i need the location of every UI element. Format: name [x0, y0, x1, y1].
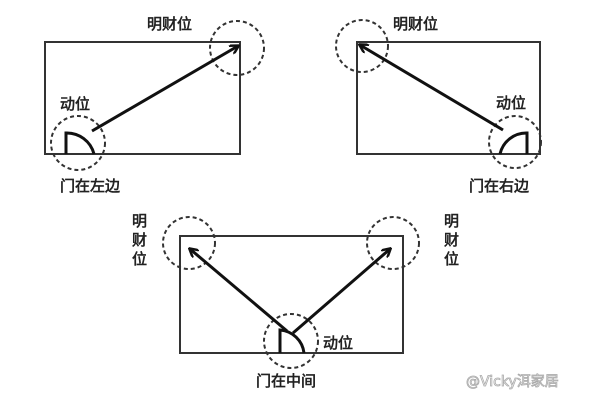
wealth-label-right-3: 位: [444, 250, 459, 268]
diagram-door-right: 明财位 动位 门在右边: [335, 15, 542, 195]
wealth-label: 明财位: [147, 15, 192, 33]
diagram-door-middle: 明 财 位 明 财 位 动位 门在中间: [132, 212, 459, 390]
door-label: 门在右边: [469, 177, 530, 195]
door-position-circle: [488, 115, 542, 169]
move-label: 动位: [496, 94, 526, 112]
wealth-position-circle-left: [162, 216, 216, 270]
room-outline: [356, 41, 541, 155]
arrow: [360, 45, 504, 132]
wealth-position-circle: [209, 20, 265, 76]
diagram-door-left: 明财位 动位 门在左边: [44, 15, 265, 195]
arrow: [91, 46, 238, 133]
wealth-position-circle-right: [366, 216, 420, 270]
wealth-label: 明财位: [393, 15, 438, 33]
door-icon: [64, 131, 96, 155]
move-label: 动位: [60, 95, 90, 113]
wealth-label-right-1: 明: [444, 212, 459, 230]
move-label: 动位: [323, 334, 353, 352]
door-position-circle: [50, 115, 106, 171]
watermark: @Vicky洱家居: [466, 373, 559, 390]
door-label: 门在中间: [256, 372, 316, 390]
wealth-label-left-2: 财: [132, 231, 147, 249]
room-outline: [179, 235, 404, 354]
door-position-circle: [263, 313, 319, 369]
arrow-left: [190, 249, 288, 333]
door-icon: [278, 328, 306, 354]
door-icon: [498, 131, 529, 155]
wealth-position-circle: [335, 19, 389, 73]
wealth-label-left-3: 位: [132, 250, 147, 268]
door-label: 门在左边: [60, 177, 121, 195]
wealth-label-right-2: 财: [444, 231, 459, 249]
room-outline: [44, 41, 241, 155]
arrow-right: [292, 249, 390, 335]
wealth-label-left-1: 明: [132, 212, 147, 230]
